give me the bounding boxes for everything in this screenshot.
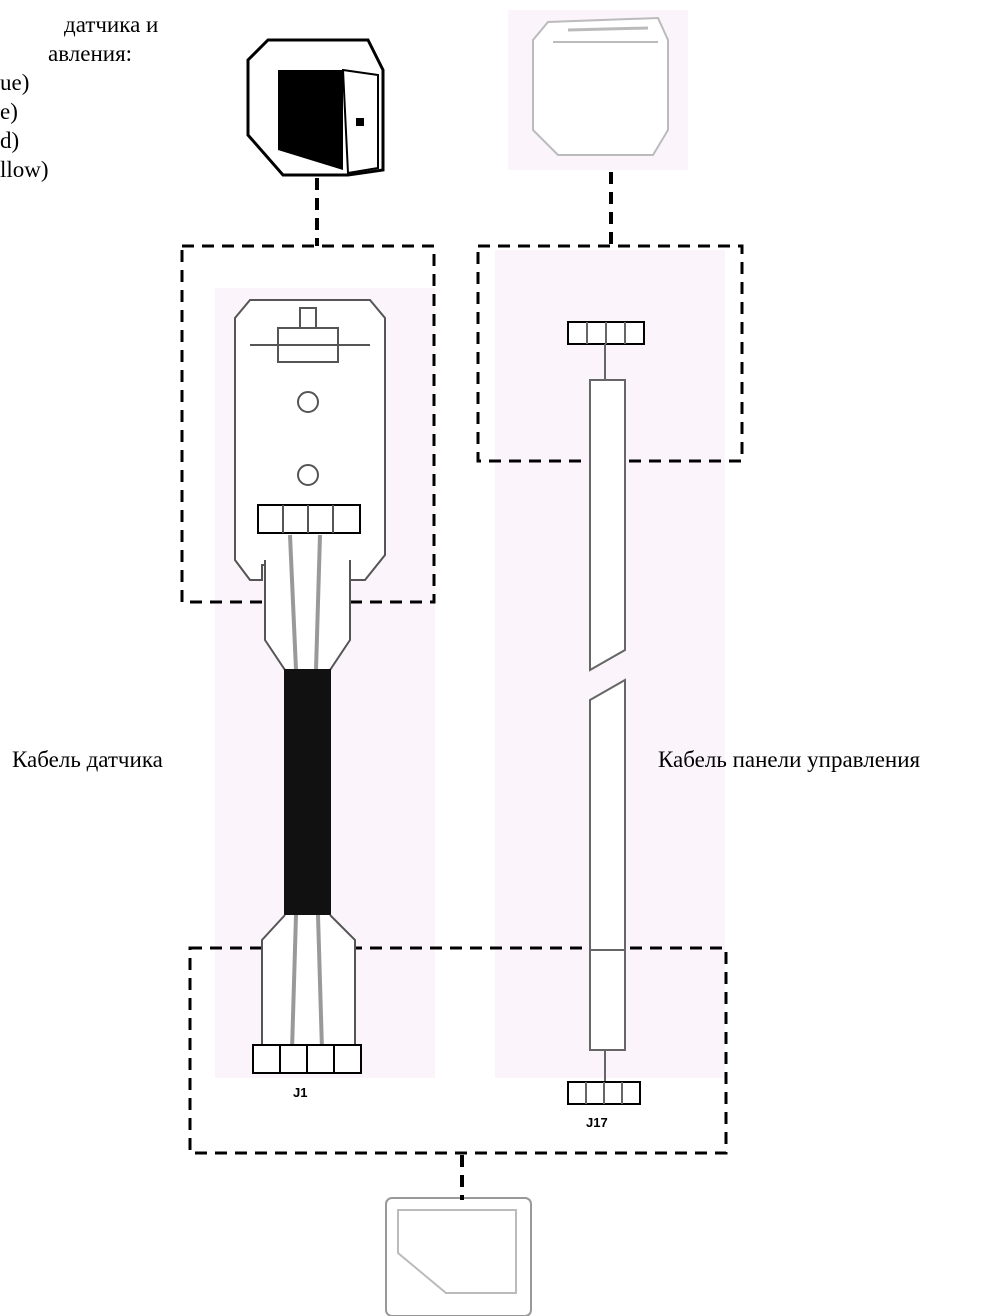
panel-cable bbox=[567, 321, 645, 1105]
sensor-cable bbox=[261, 534, 356, 1051]
legend: датчика и авления: ue) e) d) llow) bbox=[0, 10, 158, 184]
j1-connector bbox=[252, 1044, 362, 1074]
legend-line: датчика и bbox=[64, 12, 159, 37]
j17-label: J17 bbox=[586, 1115, 608, 1130]
legend-line: e) bbox=[0, 99, 18, 124]
j1-label: J1 bbox=[293, 1085, 308, 1100]
sensor-cable-label: Кабель датчика bbox=[12, 747, 163, 772]
legend-line: d) bbox=[0, 128, 20, 153]
legend-line: авления: bbox=[48, 41, 133, 66]
main-unit-icon bbox=[385, 1197, 532, 1316]
legend-line: llow) bbox=[0, 157, 49, 182]
sensor-board-box bbox=[180, 244, 436, 604]
legend-line: ue) bbox=[0, 70, 30, 95]
panel-cable-label: Кабель панели управления bbox=[658, 747, 921, 772]
sensor-circuit-board bbox=[234, 299, 386, 581]
dashed-connectors bbox=[315, 172, 613, 1200]
control-panel-device-icon bbox=[508, 10, 688, 170]
sensor-device-icon bbox=[246, 38, 385, 177]
controller-box bbox=[188, 946, 728, 1155]
